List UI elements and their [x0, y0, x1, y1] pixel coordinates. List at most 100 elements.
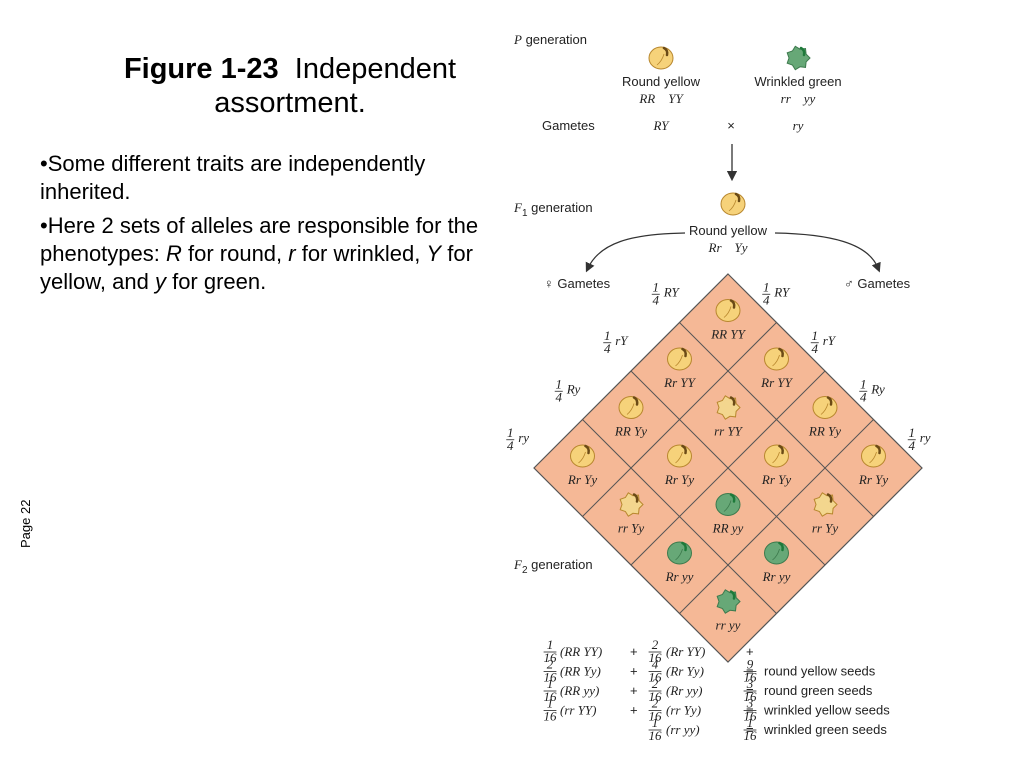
svg-text:1: 1: [604, 328, 611, 343]
female-gamete-arrow: [585, 232, 686, 273]
svg-text:4: 4: [909, 438, 916, 453]
svg-text:4: 4: [652, 657, 659, 672]
offspring-seed-icon: [813, 492, 838, 517]
svg-text:1: 1: [860, 376, 867, 391]
summary-operator: +: [630, 683, 638, 698]
svg-text:4: 4: [763, 292, 770, 307]
svg-text:2: 2: [652, 676, 659, 691]
svg-text:4: 4: [653, 292, 660, 307]
offspring-genotype: Rr Yy: [664, 472, 694, 487]
parent1-seed-icon: [648, 46, 674, 70]
female-gamete-fraction: 14: [651, 279, 660, 307]
figure-caption: Independent assortment.: [214, 53, 457, 119]
p-generation-label: P generation: [513, 32, 587, 47]
svg-text:1: 1: [652, 715, 659, 730]
svg-text:2: 2: [547, 657, 554, 672]
male-gamete-fraction: 14: [762, 279, 771, 307]
parent1-phenotype: Round yellow: [622, 74, 701, 89]
svg-text:16: 16: [744, 728, 758, 743]
offspring-genotype: RR YY: [710, 327, 746, 342]
parent1-genotype: RR YY: [638, 91, 684, 106]
cross-symbol: ×: [727, 118, 735, 133]
offspring-genotype: Rr Yy: [567, 472, 597, 487]
f1-generation-label: F1 generation: [513, 200, 593, 219]
summary-genotype: (Rr YY): [666, 644, 705, 659]
svg-text:1: 1: [547, 676, 554, 691]
allele-R: R: [165, 241, 182, 266]
parent1-gamete: RY: [653, 118, 671, 133]
svg-text:2: 2: [652, 637, 659, 652]
summary-operator: =: [746, 703, 754, 718]
f1-genotype: Rr Yy: [708, 240, 748, 255]
female-gamete-label: rY: [615, 333, 629, 348]
svg-text:16: 16: [544, 650, 558, 665]
svg-text:4: 4: [812, 341, 819, 356]
svg-text:16: 16: [544, 709, 558, 724]
svg-text:16: 16: [649, 709, 663, 724]
svg-text:16: 16: [649, 670, 663, 685]
svg-text:1: 1: [763, 279, 770, 294]
offspring-genotype: RR Yy: [614, 424, 647, 439]
svg-text:1: 1: [747, 715, 754, 730]
parent2-genotype: rr yy: [781, 91, 816, 106]
summary-operator: =: [746, 683, 754, 698]
svg-text:1: 1: [547, 637, 554, 652]
offspring-seed-icon: [716, 589, 741, 614]
male-gamete-fraction: 14: [907, 425, 916, 453]
svg-text:16: 16: [649, 728, 663, 743]
offspring-seed-icon: [861, 444, 886, 468]
male-gamete-label: rY: [823, 333, 837, 348]
allele-Y: Y: [426, 241, 442, 266]
female-gamete-label: RY: [663, 284, 681, 299]
summary-fraction: 916: [744, 657, 758, 685]
summary-fraction: 116: [649, 715, 663, 743]
offspring-seed-icon: [570, 444, 595, 468]
offspring-genotype: Rr YY: [760, 375, 793, 390]
offspring-seed-icon: [619, 492, 644, 517]
offspring-genotype: Rr YY: [663, 375, 696, 390]
f1-phenotype: Round yellow: [689, 223, 768, 238]
svg-text:3: 3: [746, 696, 754, 711]
offspring-genotype: RR Yy: [808, 424, 841, 439]
summary-fraction: 416: [649, 657, 663, 685]
parent2-seed-icon: [786, 45, 811, 71]
offspring-seed-icon: [764, 444, 789, 468]
male-gametes-label: ♂ Gametes: [844, 276, 911, 291]
summary-genotype: (rr yy): [666, 722, 700, 737]
bullet-1: •Some different traits are independently…: [40, 150, 490, 206]
svg-text:2: 2: [652, 696, 659, 711]
grid-line: [679, 419, 874, 614]
svg-text:1: 1: [909, 425, 916, 440]
summary-row: 116(RR YY)+216(Rr YY)+: [544, 637, 754, 665]
grid-line: [582, 419, 777, 614]
svg-text:3: 3: [746, 676, 754, 691]
summary-operator: +: [630, 703, 638, 718]
svg-text:16: 16: [544, 689, 558, 704]
summary-fraction: 116: [744, 715, 758, 743]
bullet-2-text-a: •Here 2 sets of alleles are responsible …: [40, 213, 479, 266]
summary-fraction: 216: [649, 676, 663, 704]
offspring-seed-icon: [667, 347, 692, 371]
offspring-seed-icon: [715, 299, 741, 322]
female-gamete-fraction: 14: [554, 376, 563, 404]
offspring-seed-icon: [812, 396, 838, 419]
summary-genotype: (RR YY): [560, 644, 602, 659]
male-gamete-label: ry: [920, 430, 931, 445]
offspring-genotype: Rr yy: [762, 569, 791, 584]
svg-text:16: 16: [649, 650, 663, 665]
svg-text:16: 16: [744, 670, 758, 685]
svg-text:16: 16: [744, 689, 758, 704]
summary-genotype: (Rr Yy): [666, 664, 704, 679]
male-gamete-label: RY: [773, 284, 791, 299]
summary-fraction: 216: [649, 637, 663, 665]
gametes-label: Gametes: [542, 118, 595, 133]
offspring-seed-icon: [667, 541, 692, 565]
svg-text:4: 4: [556, 389, 563, 404]
allele-r: r: [288, 241, 296, 266]
offspring-seed-icon: [715, 493, 741, 516]
